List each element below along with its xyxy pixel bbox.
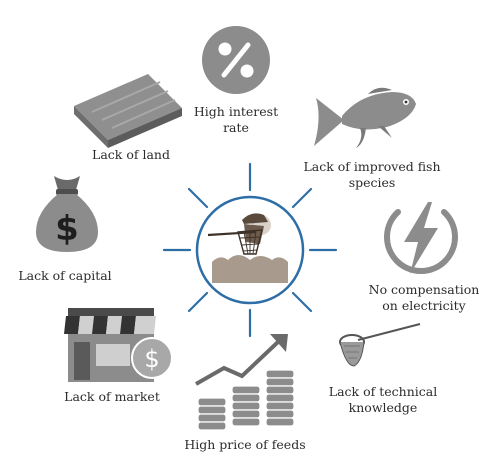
svg-text:$: $ [144,345,159,373]
land-plot-icon [74,74,182,148]
label-lack-of-land: Lack of land [92,147,170,162]
label-lack-of-improved-fish-species: Lack of improved fish species [303,159,441,190]
landing-net-icon [339,323,421,367]
label-high-interest-rate: High interest rate [193,104,279,135]
percent-icon [202,26,270,94]
label-lack-of-technical-knowledge: Lack of technical knowledge [328,384,438,415]
label-lack-of-market: Lack of market [64,389,160,404]
svg-text:$: $ [55,209,79,249]
label-lack-of-capital: Lack of capital [18,268,112,283]
label-no-compensation-on-electricity: No compensation on electricity [368,282,480,313]
center-hub [162,162,338,338]
label-high-price-of-feeds: High price of feeds [184,437,306,452]
fisherman-with-net-icon [207,213,288,283]
money-bag-icon: $ [36,176,98,252]
sun-rays [162,162,338,338]
shop-icon: $ [64,308,172,382]
fish-icon [314,87,416,148]
rising-coins-icon [195,334,295,431]
lightning-icon [384,202,458,275]
